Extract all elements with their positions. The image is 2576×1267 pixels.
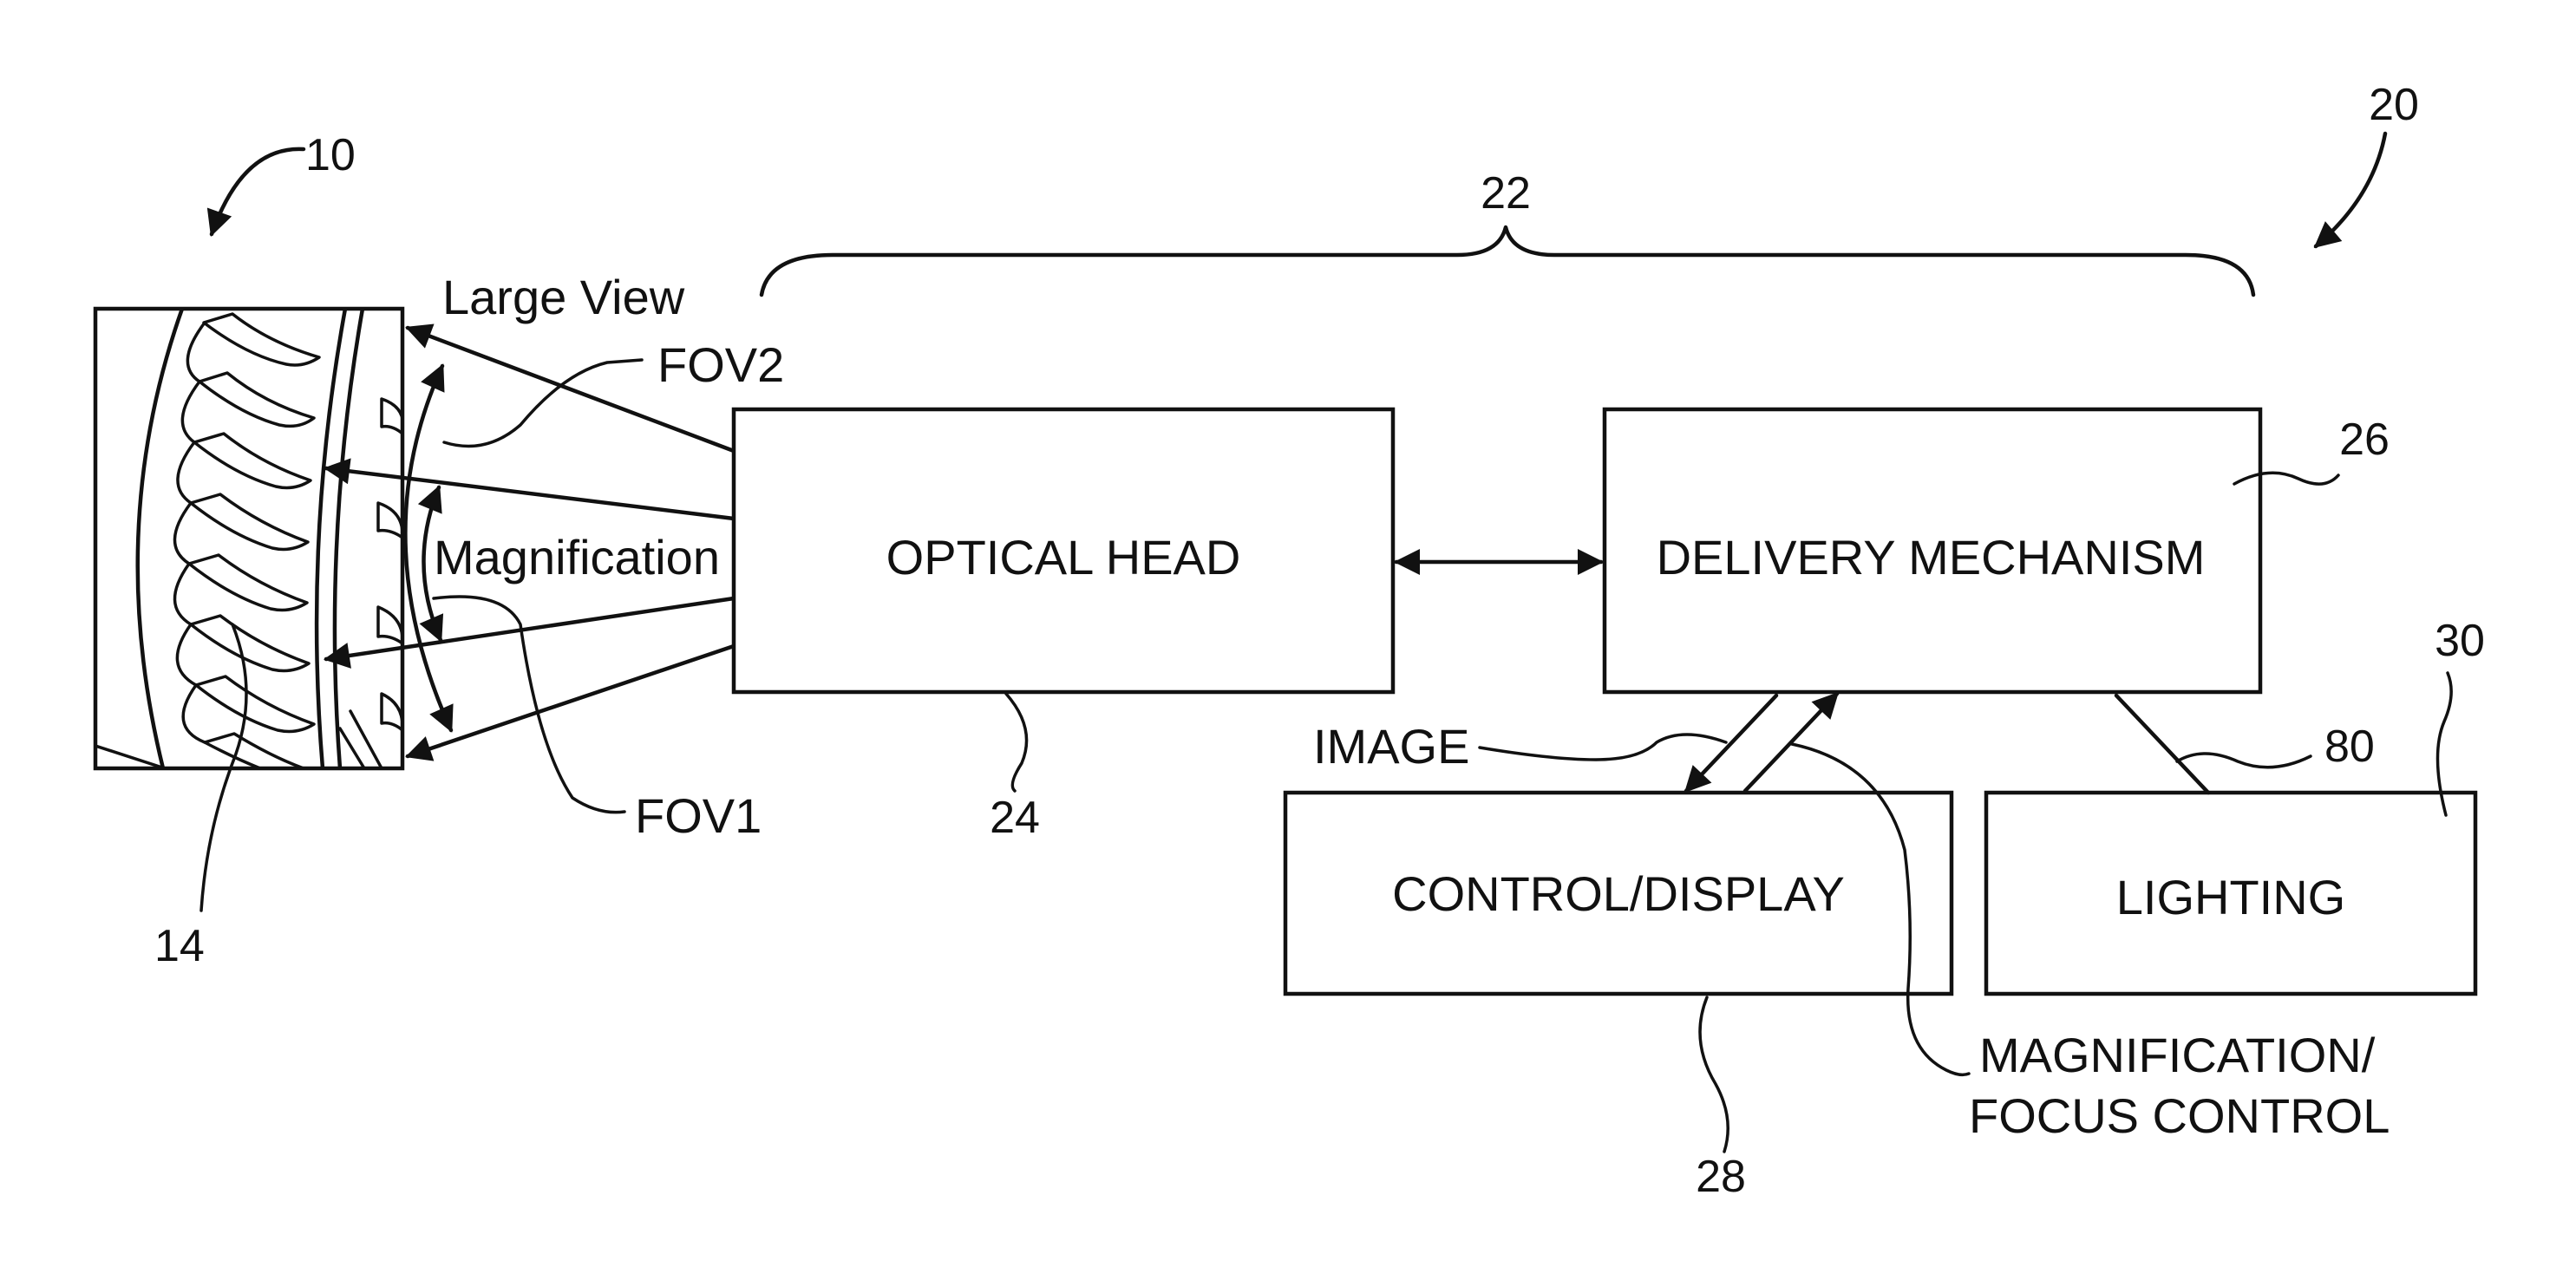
magnification-label: Magnification (434, 530, 720, 585)
delivery-mechanism-label: DELIVERY MECHANISM (1657, 530, 2206, 585)
ref-26: 26 (2339, 415, 2390, 465)
mag-focus-label-line2: FOCUS CONTROL (1969, 1088, 2390, 1143)
ref-20-arrow (2316, 134, 2385, 246)
image-label: IMAGE (1313, 719, 1469, 774)
ref-10-arrow (212, 149, 304, 234)
ref-10: 10 (305, 130, 356, 180)
light-link-80 (2116, 696, 2208, 793)
turbine-blades-drawing (95, 309, 403, 768)
ref-28-leader (1700, 997, 1728, 1152)
ref-24: 24 (990, 793, 1040, 843)
ref-24-leader (1006, 694, 1027, 791)
ref-20: 20 (2369, 80, 2419, 130)
ref-22: 22 (1481, 168, 1531, 219)
turbine-blade-view (95, 309, 403, 768)
ray-bottom-outer (408, 646, 734, 756)
lighting-label: LIGHTING (2116, 870, 2345, 924)
fov1-label: FOV1 (635, 788, 762, 843)
optical-head-label: OPTICAL HEAD (886, 530, 1241, 585)
control-arrow (1745, 694, 1837, 791)
fov2-label: FOV2 (657, 337, 784, 392)
image-leader (1480, 735, 1726, 760)
large-view-label: Large View (442, 270, 685, 324)
mag-focus-label-line1: MAGNIFICATION/ (1979, 1028, 2376, 1082)
control-display-label: CONTROL/DISPLAY (1392, 866, 1845, 921)
ref-80-leader (2177, 754, 2311, 767)
ref-80: 80 (2324, 722, 2375, 772)
ref-28: 28 (1696, 1152, 1746, 1202)
system-brace (762, 227, 2253, 295)
ref-30: 30 (2435, 616, 2485, 666)
image-arrow (1686, 696, 1776, 791)
ref-14: 14 (154, 921, 205, 971)
